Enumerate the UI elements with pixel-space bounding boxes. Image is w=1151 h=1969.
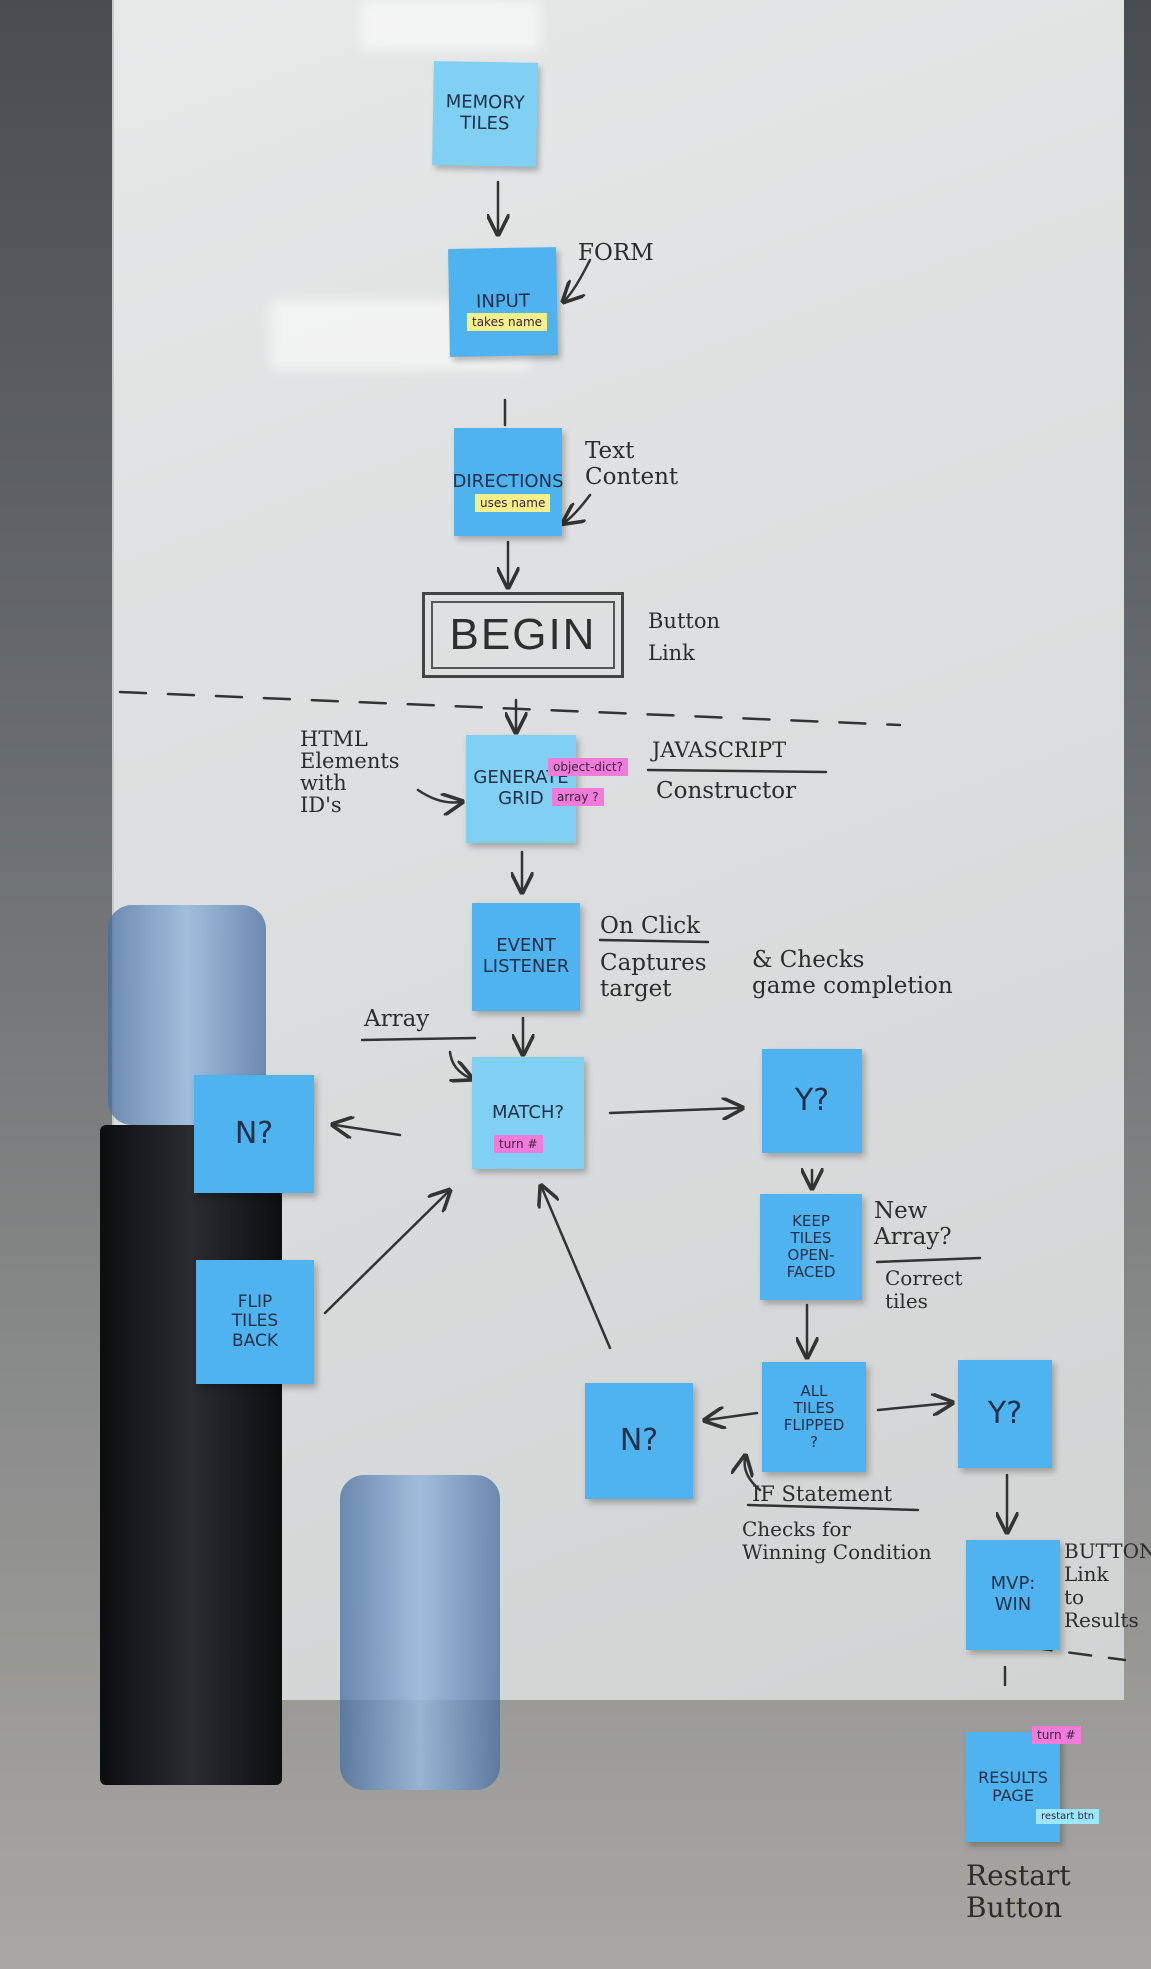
flag-turn-number: turn # <box>494 1135 543 1153</box>
arrow-html-to-generate <box>416 788 460 803</box>
flag-uses-name: uses name <box>475 494 551 512</box>
flag-results-turn: turn # <box>1032 1726 1081 1744</box>
note-keep-tiles: KEEP TILES OPEN- FACED <box>760 1194 862 1300</box>
note-input: INPUT <box>448 247 558 357</box>
note-results-page: RESULTS PAGE <box>966 1732 1060 1842</box>
underline-new-array <box>875 1256 982 1264</box>
label-text-content: Text Content <box>585 438 679 491</box>
note-directions: DIRECTIONS <box>452 428 564 536</box>
flag-array: array ? <box>552 788 604 806</box>
arrow-form-to-input <box>565 258 592 300</box>
note-mvp-win: MVP: WIN <box>966 1540 1060 1650</box>
arrow-alltiles-n-to-match <box>542 1188 612 1350</box>
water-cooler <box>100 1125 282 1785</box>
note-directions-text: DIRECTIONS <box>452 470 564 492</box>
arrow-flip-to-match <box>323 1192 448 1315</box>
label-if-statement: IF Statement <box>752 1482 893 1506</box>
flag-object-dict: object-dict? <box>548 758 628 776</box>
water-jug <box>340 1475 500 1790</box>
underline-array <box>360 1036 477 1042</box>
arrow-match-to-y <box>608 1108 740 1113</box>
label-button-link: Button Link <box>648 609 721 665</box>
flag-takes-name: takes name <box>467 313 548 331</box>
note-event-listener: EVENT LISTENER <box>472 903 580 1011</box>
divider-dashed-line <box>118 690 902 727</box>
note-input-text: INPUT <box>475 290 531 313</box>
note-n-lower: N? <box>585 1383 693 1499</box>
label-correct-tiles: Correct tiles <box>885 1266 963 1313</box>
note-match-text: MATCH? <box>491 1101 565 1123</box>
label-constructor: Constructor <box>656 778 797 804</box>
note-n-left: N? <box>194 1075 314 1193</box>
light-reflection <box>360 0 540 50</box>
begin-box: BEGIN <box>422 592 624 678</box>
label-checks-winning: Checks for Winning Condition <box>742 1517 932 1564</box>
label-on-click: On Click <box>600 913 701 939</box>
underline-on-click <box>598 938 710 944</box>
label-javascript: JAVASCRIPT <box>652 738 787 762</box>
arrow-text-to-directions <box>565 493 592 522</box>
arrow-if-to-alltiles <box>745 1458 762 1492</box>
underline-if-statement <box>746 1503 920 1512</box>
label-form: FORM <box>578 240 654 266</box>
note-all-tiles-flipped: ALL TILES FLIPPED ? <box>762 1362 866 1472</box>
label-html-elements: HTML Elements with ID's <box>300 727 400 818</box>
label-captures-target: Captures target <box>600 950 707 1003</box>
note-generate-grid: GENERATE GRID <box>466 735 576 843</box>
label-new-array: New Array? <box>874 1198 952 1251</box>
note-memory-tiles: MEMORY TILES <box>432 61 538 167</box>
note-y-lower: Y? <box>958 1360 1052 1468</box>
arrow-alltiles-to-n <box>707 1413 759 1420</box>
arrow-match-to-n <box>335 1125 402 1135</box>
flag-restart-btn: restart btn <box>1036 1809 1100 1824</box>
label-button-results: BUTTON Link to Results <box>1064 1539 1151 1632</box>
arrow-alltiles-to-y <box>876 1403 950 1410</box>
arrow-array-to-match <box>448 1050 470 1078</box>
note-flip-tiles-back: FLIP TILES BACK <box>196 1260 314 1384</box>
note-y-right: Y? <box>762 1049 862 1153</box>
label-checks-completion: & Checks game completion <box>752 947 953 1000</box>
label-array: Array <box>364 1006 430 1032</box>
label-restart-button: Restart Button <box>966 1859 1071 1925</box>
begin-text: BEGIN <box>449 610 597 659</box>
underline-javascript <box>646 768 828 774</box>
